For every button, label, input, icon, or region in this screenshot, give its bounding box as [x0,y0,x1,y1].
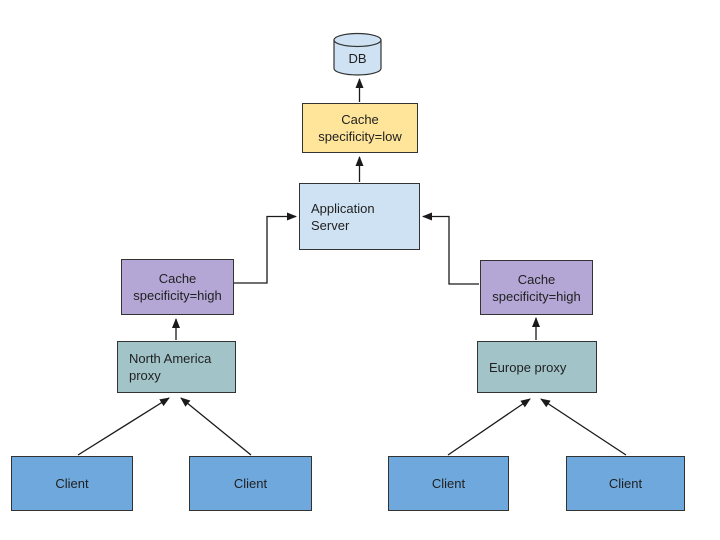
node-cache-specificity-high-right: Cache specificity=high [480,260,593,315]
node-north-america-proxy: North America proxy [117,341,236,393]
node-db-label: DB [348,50,367,66]
edge-client4-to-euproxy [540,398,627,456]
node-client-4: Client [566,456,685,511]
node-application-server: Application Server [299,183,420,250]
node-cache-specificity-low: Cache specificity=low [302,103,418,153]
edge-client3-to-euproxy [447,398,531,456]
edge-cachehighright-to-appserver [422,212,479,285]
edge-cachehighleft-to-appserver [234,212,297,284]
node-cache-specificity-high-left: Cache specificity=high [121,259,234,315]
edge-client2-to-naproxy [180,397,252,456]
node-europe-proxy: Europe proxy [477,341,597,393]
node-client-3: Client [388,456,509,511]
edge-client1-to-naproxy [77,397,170,456]
node-client-2: Client [189,456,312,511]
node-client-1: Client [11,456,133,511]
db-cylinder-shape [333,32,382,76]
